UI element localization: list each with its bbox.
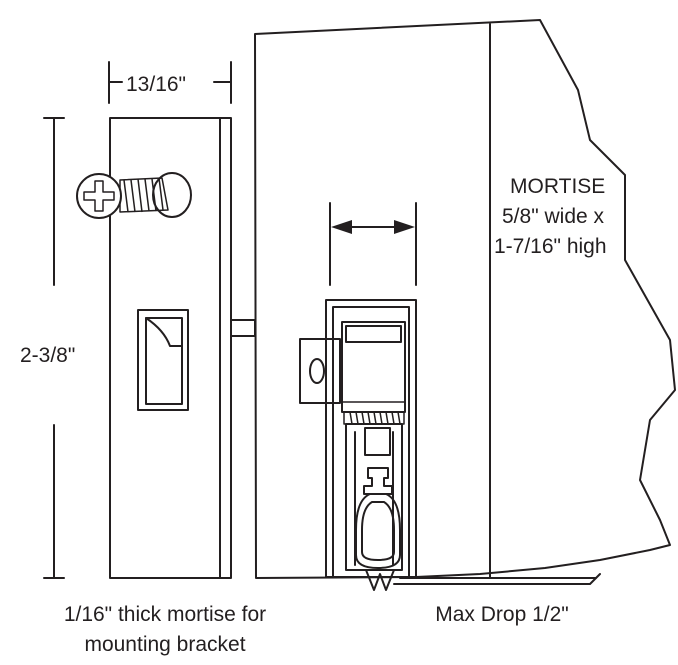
mechanism-ear-hole: [309, 358, 325, 384]
label-top-width: 13/16": [126, 73, 186, 96]
bracket-plate: [109, 117, 232, 579]
mechanism-sweep: [365, 569, 395, 591]
bracket-slot: [137, 309, 189, 411]
mechanism-inner-rect: [364, 427, 391, 456]
label-bottom-left-1: 1/16" thick mortise for: [64, 603, 266, 626]
mechanism-block: [341, 321, 406, 413]
mechanism-ear: [299, 338, 341, 404]
mechanism-seal-inner: [361, 501, 395, 561]
label-max-drop: Max Drop 1/2": [435, 603, 569, 626]
mechanism-block-top: [345, 325, 402, 343]
bracket-slot-curve: [145, 317, 183, 347]
bracket-pin: [230, 319, 256, 337]
floor-line: [393, 573, 601, 585]
spring-coil: [343, 411, 405, 425]
label-bottom-left-2: mounting bracket: [84, 633, 245, 656]
phillips-screw-icon: [76, 172, 192, 219]
label-height: 2-3/8": [20, 344, 75, 367]
label-mortise-title: MORTISE: [510, 175, 605, 198]
mechanism-housing-inner: [332, 306, 410, 578]
dimension-arrow-icon: [331, 220, 415, 234]
label-mortise-width: 5/8" wide x: [502, 205, 605, 228]
door-panel-outline: [254, 19, 676, 579]
label-mortise-height: 1-7/16" high: [494, 235, 607, 258]
mechanism-seal: [355, 493, 401, 569]
mechanism-plunger: [363, 467, 393, 495]
bracket-slot-inner: [145, 317, 183, 405]
mechanism-channel: [345, 423, 403, 571]
